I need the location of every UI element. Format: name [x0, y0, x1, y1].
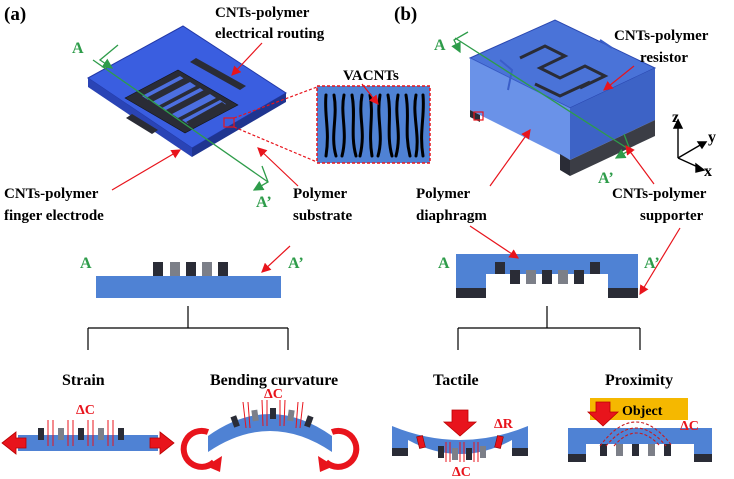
panel-a-label-a-prime: A’ — [256, 194, 272, 211]
panel-b-tag: (b) — [394, 4, 417, 25]
substrate-label-line2: substrate — [293, 208, 353, 224]
axis-y-label: y — [708, 129, 716, 146]
tactile-delta-r: ΔR — [494, 417, 514, 432]
vacnts-label: VACNTs — [343, 68, 399, 84]
substrate-label-line1: Polymer — [293, 186, 347, 202]
routing-label-line2: electrical routing — [215, 26, 325, 42]
branch-strain: Strain — [62, 372, 105, 389]
routing-label-line1: CNTs-polymer — [215, 5, 310, 21]
panel-b-label-a-prime: A’ — [598, 170, 614, 187]
diaphragm-label-line1: Polymer — [416, 186, 470, 202]
bending-delta-c: ΔC — [264, 387, 283, 402]
axis-z-label: z — [672, 109, 679, 126]
cross-a-label-a-prime: A’ — [288, 255, 304, 272]
tactile-delta-c: ΔC — [452, 465, 471, 479]
panel-a-cross-section — [96, 262, 281, 298]
cross-b-label-a: A — [438, 255, 450, 272]
supporter-label-line2: supporter — [640, 208, 704, 224]
resistor-label-line1: CNTs-polymer — [614, 28, 709, 44]
axis-x-label: x — [704, 163, 712, 180]
panel-a-label-a: A — [72, 40, 84, 57]
panel-b-cross-section — [456, 254, 638, 298]
section-line-a — [92, 59, 269, 183]
cross-a-label-a: A — [80, 255, 92, 272]
bending-illustration — [180, 399, 360, 472]
branch-proximity: Proximity — [605, 372, 673, 389]
tactile-illustration — [392, 409, 528, 462]
proximity-delta-c: ΔC — [680, 419, 699, 434]
finger-label-line2: finger electrode — [4, 208, 104, 224]
branch-bending: Bending curvature — [210, 372, 338, 389]
branch-tactile: Tactile — [433, 372, 479, 389]
resistor-label-line2: resistor — [640, 50, 688, 66]
panel-b-label-a: A — [434, 37, 446, 54]
object-label: Object — [622, 404, 663, 419]
strain-illustration — [1, 420, 175, 455]
proximity-illustration — [568, 398, 712, 462]
strain-delta-c: ΔC — [76, 403, 95, 418]
diaphragm-label-line2: diaphragm — [416, 208, 487, 224]
panel-b-tree — [457, 306, 641, 350]
panel-a-device — [87, 25, 287, 191]
axes-icon — [672, 118, 708, 173]
supporter-label-line1: CNTs-polymer — [612, 186, 707, 202]
panel-a-tag: (a) — [4, 4, 26, 25]
cross-b-label-a-prime: A’ — [644, 255, 660, 272]
finger-label-line1: CNTs-polymer — [4, 186, 99, 202]
panel-a-tree — [87, 306, 289, 350]
